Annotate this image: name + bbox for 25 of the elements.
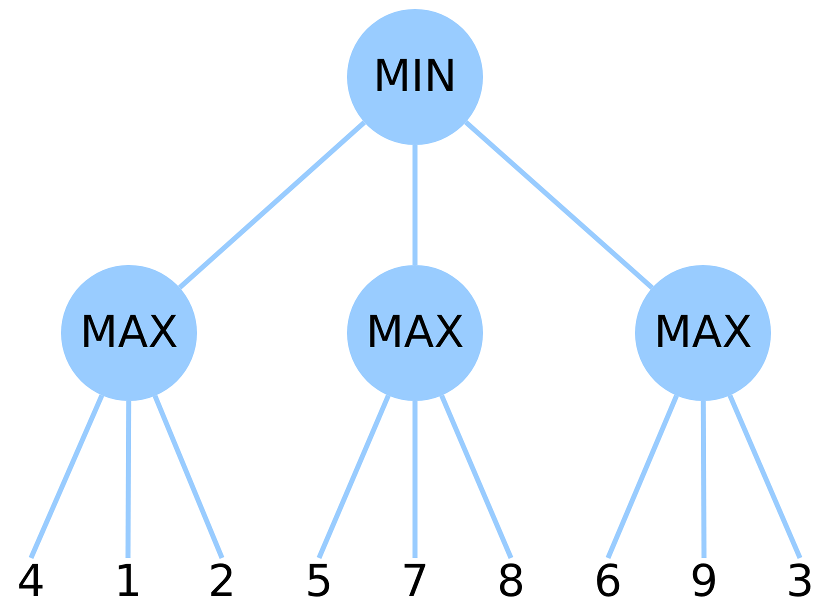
node-label: MAX [654, 311, 752, 355]
leaf-value: 6 [594, 560, 622, 604]
connector-line [728, 394, 802, 559]
node-label: MIN [373, 55, 457, 99]
leaf-value: 4 [17, 560, 45, 604]
node-label: MAX [80, 311, 178, 355]
connector-line [464, 120, 654, 290]
connector-line [439, 394, 514, 559]
connector-line [412, 401, 418, 558]
leaf-value: 1 [114, 560, 142, 604]
leaf-value: 3 [786, 560, 814, 604]
leaf-value: 8 [497, 560, 525, 604]
node-label: MAX [366, 311, 464, 355]
leaf-value: 5 [305, 560, 333, 604]
leaf-value: 9 [690, 560, 718, 604]
leaf-value: 7 [401, 560, 429, 604]
connector-line [606, 394, 679, 559]
leaf-value: 2 [208, 560, 236, 604]
connector-line [178, 120, 366, 290]
connector-line [700, 400, 706, 558]
connector-line [316, 394, 391, 559]
connector-line [126, 400, 132, 558]
connector-line [152, 394, 224, 559]
connector-line [412, 145, 418, 265]
connector-line [28, 394, 104, 559]
